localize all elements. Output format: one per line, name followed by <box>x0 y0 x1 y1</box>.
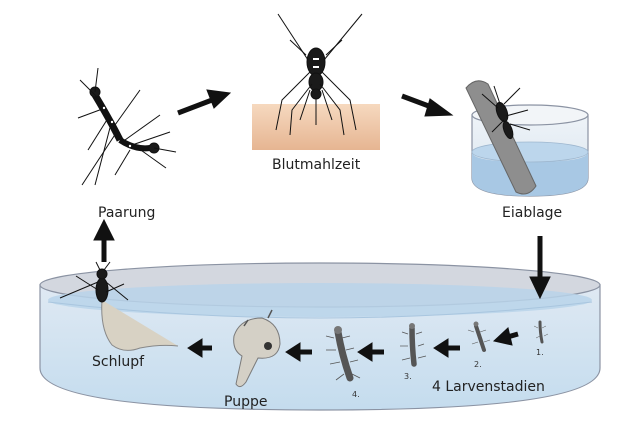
arrow-larva4-to-pupa <box>285 342 312 362</box>
arrow-pupa-to-emergence <box>187 338 212 358</box>
arrow-emergence-to-mating <box>93 218 115 262</box>
label-pupa: Puppe <box>224 394 268 410</box>
egg-laying-mosquito-icon <box>481 85 531 140</box>
egg-cup <box>465 80 589 197</box>
larva-number-4: 4. <box>352 390 360 399</box>
label-egg-laying: Eiablage <box>502 205 563 221</box>
feeding-mosquito-icon <box>275 13 363 136</box>
label-blood-meal: Blutmahlzeit <box>272 157 361 173</box>
label-mating: Paarung <box>98 205 156 221</box>
arrow-larva2-to-3 <box>433 338 460 358</box>
larva-1-icon <box>533 320 549 344</box>
larva-3-icon <box>400 323 427 367</box>
water-dish <box>39 262 601 411</box>
emerging-mosquito-icon <box>59 261 179 351</box>
mating-mosquitoes-icon <box>77 67 177 186</box>
arrow-larva3-to-4 <box>357 342 384 362</box>
arrow-mating-to-bloodmeal <box>177 89 232 116</box>
label-emergence: Schlupf <box>92 354 145 370</box>
pupa-icon <box>233 309 281 388</box>
arrows <box>93 89 551 362</box>
arrow-larva1-to-2 <box>492 327 519 346</box>
arrow-bloodmeal-to-eggs <box>401 93 454 117</box>
arrow-eggs-to-larvae <box>529 236 551 300</box>
larva-number-1: 1. <box>536 348 544 357</box>
label-larval-stages: 4 Larvenstadien <box>432 379 545 395</box>
larva-number-3: 3. <box>404 372 412 381</box>
larva-4-icon <box>325 326 361 382</box>
larva-2-icon <box>467 321 491 352</box>
larva-number-2: 2. <box>474 360 482 369</box>
